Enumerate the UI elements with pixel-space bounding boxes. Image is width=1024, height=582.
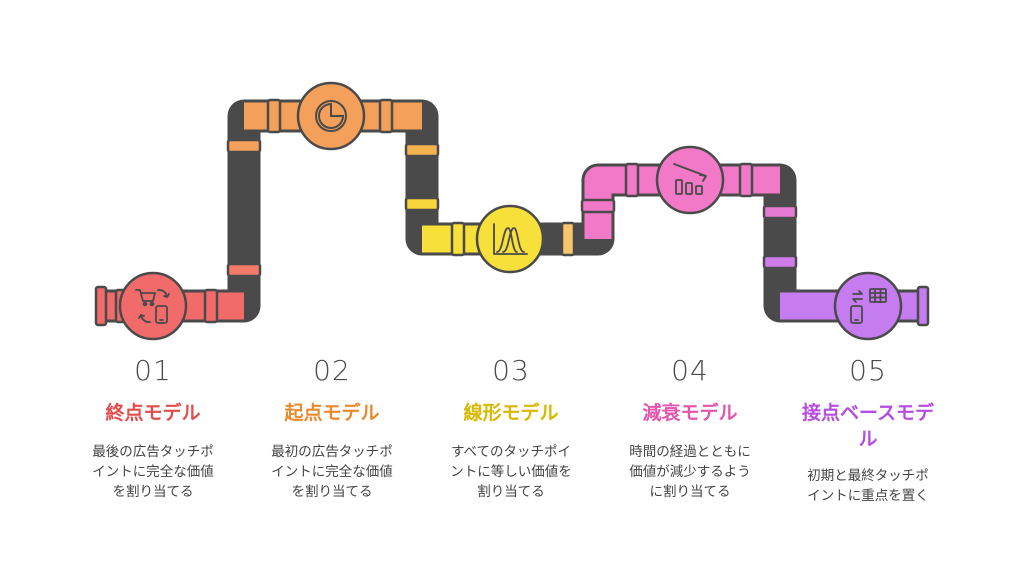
cart-phone-icon [135, 289, 170, 324]
step-desc-02-line2: イントに完全な価値 [271, 464, 393, 480]
step-desc-02: 最初の広告タッチポ イントに完全な価値 を割り当てる [242, 442, 422, 502]
valve-02 [296, 81, 366, 151]
left-end-flange [94, 285, 108, 327]
pipeline-diagram [94, 81, 930, 341]
step-number-03: 03 [492, 354, 530, 387]
step-desc-01-line1: 最後の広告タッチポ [92, 444, 214, 460]
step-title-05: 接点ベースモデ ル [778, 400, 958, 452]
step-title-03: 線形モデル [463, 402, 559, 424]
step-title-02: 起点モデル [284, 402, 380, 424]
step-desc-04-line2: 価値が減少するよう [629, 464, 751, 480]
valve-04 [655, 145, 725, 215]
step-desc-02-line1: 最初の広告タッチポ [271, 444, 393, 460]
step-number-04: 04 [671, 354, 709, 387]
step-desc-04-line3: に割り当てる [649, 484, 731, 500]
step-desc-03: すべてのタッチポイ ントに等しい価値を 割り当てる [421, 442, 601, 502]
step-desc-04: 時間の経過とともに 価値が減少するよう に割り当てる [600, 442, 780, 502]
step-number-01: 01 [134, 354, 172, 387]
valve-03 [475, 204, 545, 274]
right-end-flange [916, 285, 930, 327]
exchange-table-icon [850, 288, 887, 324]
pie-clock-icon [315, 100, 347, 132]
step-desc-04-line1: 時間の経過とともに [629, 444, 751, 460]
step-desc-03-line2: ントに等しい価値を [450, 464, 572, 480]
pipe-end-flanges [94, 285, 930, 327]
step-desc-03-line1: すべてのタッチポイ [450, 444, 571, 460]
valve-01 [118, 271, 188, 341]
step-desc-01: 最後の広告タッチポ イントに完全な価値 を割り当てる [63, 442, 243, 502]
step-desc-01-line3: を割り当てる [112, 484, 194, 500]
step-title-04: 減衰モデル [642, 402, 738, 424]
step-title-05-line1: 接点ベースモデ [801, 402, 935, 424]
declining-bars-icon [673, 163, 707, 195]
step-desc-03-line3: 割り当てる [477, 484, 545, 500]
valve-05 [833, 271, 903, 341]
step-desc-02-line3: を割り当てる [291, 484, 373, 500]
step-desc-05-line1: 初期と最終タッチポ [807, 468, 929, 484]
step-desc-05-line2: イントに重点を置く [807, 488, 929, 504]
step-desc-01-line2: イントに完全な価値 [92, 464, 214, 480]
step-desc-05: 初期と最終タッチポ イントに重点を置く [778, 466, 958, 506]
distribution-chart-icon [493, 223, 528, 255]
step-number-05: 05 [849, 354, 887, 387]
step-title-01: 終点モデル [105, 402, 201, 424]
step-number-02: 02 [313, 354, 351, 387]
step-title-05-line2: ル [858, 428, 878, 450]
